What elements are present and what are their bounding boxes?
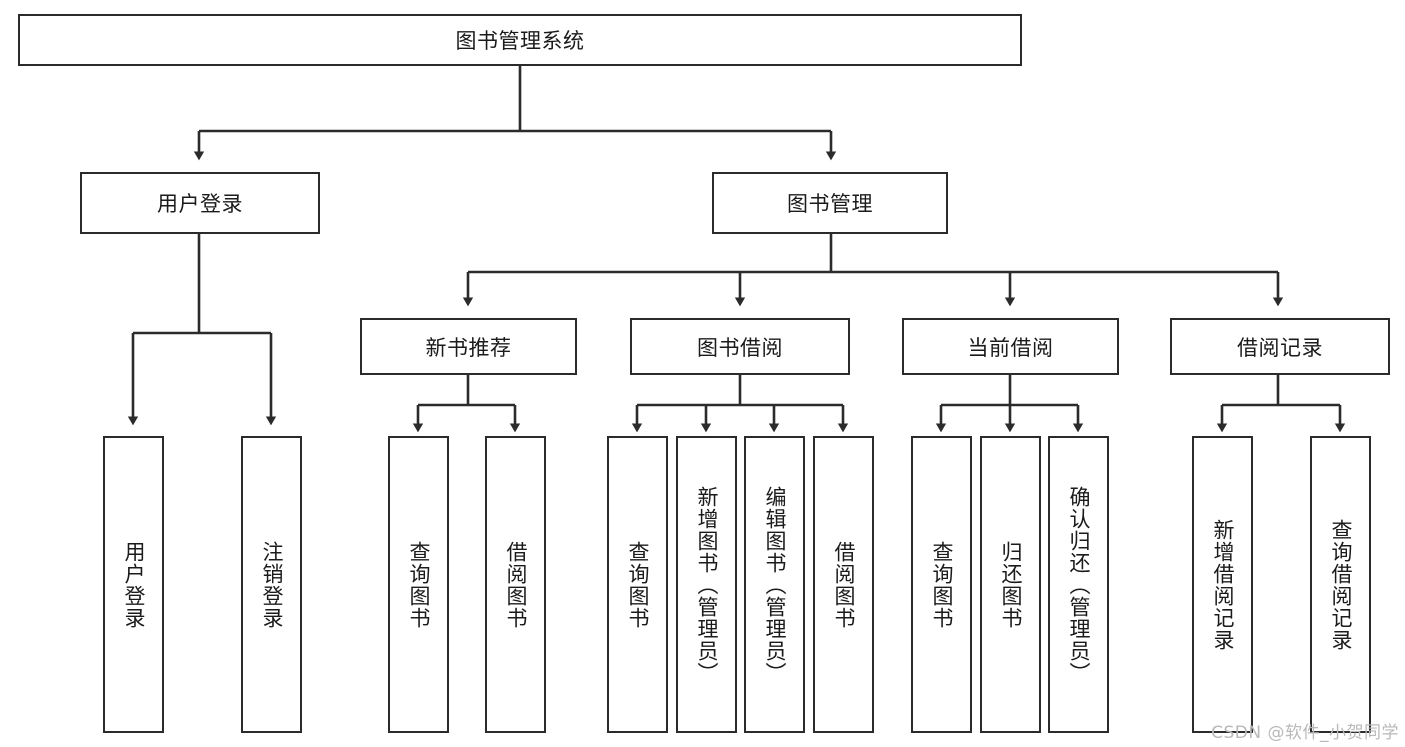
- leaf-new-book-borrow[interactable]: 借阅图书: [485, 436, 546, 733]
- leaf-current-borrow-query[interactable]: 查询图书: [911, 436, 972, 733]
- leaf-current-borrow-query-label: 查询图书: [929, 540, 954, 629]
- leaf-book-borrow-add-label: 新增图书（管理员）: [694, 485, 719, 684]
- node-book-management-label: 图书管理: [787, 192, 873, 216]
- leaf-new-book-borrow-label: 借阅图书: [503, 540, 528, 629]
- node-borrow-record-label: 借阅记录: [1237, 335, 1323, 360]
- leaf-book-borrow-add[interactable]: 新增图书（管理员）: [676, 436, 737, 733]
- node-user-login[interactable]: 用户登录: [80, 172, 320, 234]
- node-borrow-record[interactable]: 借阅记录: [1170, 318, 1390, 375]
- leaf-book-borrow-edit[interactable]: 编辑图书（管理员）: [744, 436, 805, 733]
- leaf-book-borrow-borrow[interactable]: 借阅图书: [813, 436, 874, 733]
- leaf-new-book-query-label: 查询图书: [406, 540, 431, 629]
- node-current-borrow-label: 当前借阅: [967, 335, 1054, 360]
- leaf-book-borrow-query[interactable]: 查询图书: [607, 436, 668, 733]
- node-root-system-label: 图书管理系统: [455, 29, 585, 53]
- leaf-borrow-record-query-label: 查询借阅记录: [1328, 518, 1353, 651]
- leaf-book-borrow-edit-label: 编辑图书（管理员）: [762, 485, 787, 684]
- leaf-book-borrow-query-label: 查询图书: [625, 540, 650, 629]
- node-book-management[interactable]: 图书管理: [712, 172, 948, 234]
- node-book-borrow-label: 图书借阅: [697, 335, 783, 360]
- leaf-user-login-login[interactable]: 用户登录: [103, 436, 164, 733]
- leaf-user-login-logout-label: 注销登录: [259, 540, 284, 629]
- node-book-borrow[interactable]: 图书借阅: [630, 318, 850, 375]
- node-new-book-recommend-label: 新书推荐: [425, 335, 512, 360]
- node-new-book-recommend[interactable]: 新书推荐: [360, 318, 577, 375]
- csdn-watermark: CSDN @软件_小贺同学: [1211, 723, 1399, 743]
- leaf-borrow-record-add[interactable]: 新增借阅记录: [1192, 436, 1253, 733]
- leaf-new-book-query[interactable]: 查询图书: [388, 436, 449, 733]
- leaf-borrow-record-add-label: 新增借阅记录: [1210, 518, 1235, 651]
- leaf-current-borrow-confirm[interactable]: 确认归还（管理员）: [1048, 436, 1109, 733]
- leaf-current-borrow-return-label: 归还图书: [998, 540, 1023, 629]
- leaf-current-borrow-return[interactable]: 归还图书: [980, 436, 1041, 733]
- node-user-login-label: 用户登录: [157, 192, 243, 216]
- node-root-system[interactable]: 图书管理系统: [18, 14, 1022, 66]
- leaf-user-login-logout[interactable]: 注销登录: [241, 436, 302, 733]
- leaf-book-borrow-borrow-label: 借阅图书: [831, 540, 856, 629]
- leaf-user-login-login-label: 用户登录: [121, 540, 146, 629]
- leaf-current-borrow-confirm-label: 确认归还（管理员）: [1066, 485, 1091, 684]
- leaf-borrow-record-query[interactable]: 查询借阅记录: [1310, 436, 1371, 733]
- node-current-borrow[interactable]: 当前借阅: [902, 318, 1119, 375]
